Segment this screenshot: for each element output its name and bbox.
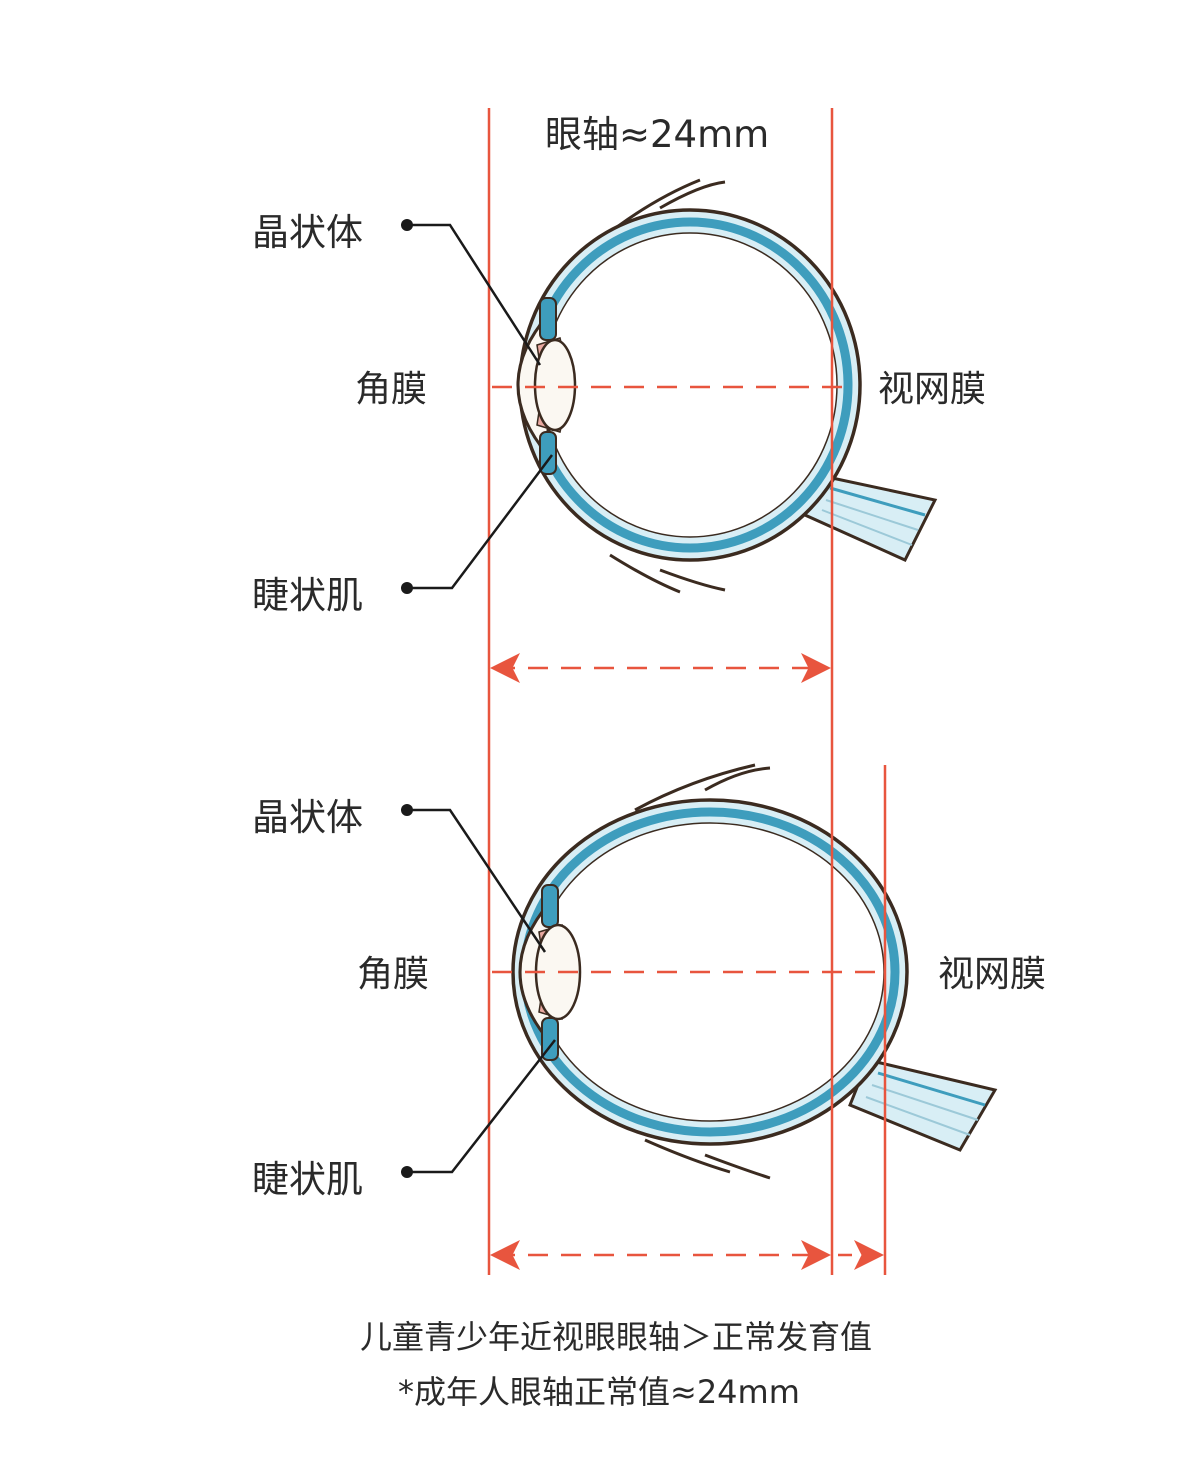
myopic-lens-label: 晶状体 <box>252 796 363 839</box>
leader-lines <box>401 219 556 1178</box>
myopic-ciliary-leader <box>407 1039 556 1174</box>
normal-lens-leader <box>407 223 542 366</box>
eyelash-top <box>634 763 771 812</box>
myopic-retina-label: 视网膜 <box>938 954 1046 995</box>
ciliary-body-lower <box>539 431 557 475</box>
myopic-eye <box>511 763 998 1180</box>
eyelash-bottom <box>609 553 726 594</box>
lens <box>533 338 577 432</box>
myopic-ciliary-label: 睫状肌 <box>252 1158 363 1201</box>
normal-ciliary-leader <box>407 454 553 590</box>
caption-line-2: *成年人眼轴正常值≈24mm <box>398 1373 800 1411</box>
ciliary-body-upper <box>539 297 557 341</box>
myopic-lens-leader <box>407 808 547 953</box>
normal-cornea-label: 角膜 <box>355 369 427 410</box>
normal-ciliary-label: 睫状肌 <box>252 574 363 617</box>
eyelash-bottom <box>644 1138 771 1180</box>
normal-eye <box>516 178 938 594</box>
normal-lens-label: 晶状体 <box>252 211 363 254</box>
optic-nerve <box>848 1058 998 1152</box>
normal-retina-label: 视网膜 <box>878 369 986 410</box>
caption-line-1: 儿童青少年近视眼眼轴＞正常发育值 <box>360 1318 872 1356</box>
guide-lines <box>487 108 888 1275</box>
ciliary-body-upper <box>541 884 559 928</box>
myopic-cornea-label: 角膜 <box>357 954 429 995</box>
retina-layer <box>542 232 838 538</box>
ciliary-body-lower <box>541 1017 559 1061</box>
axis-length-label: 眼轴≈24mm <box>545 113 769 156</box>
